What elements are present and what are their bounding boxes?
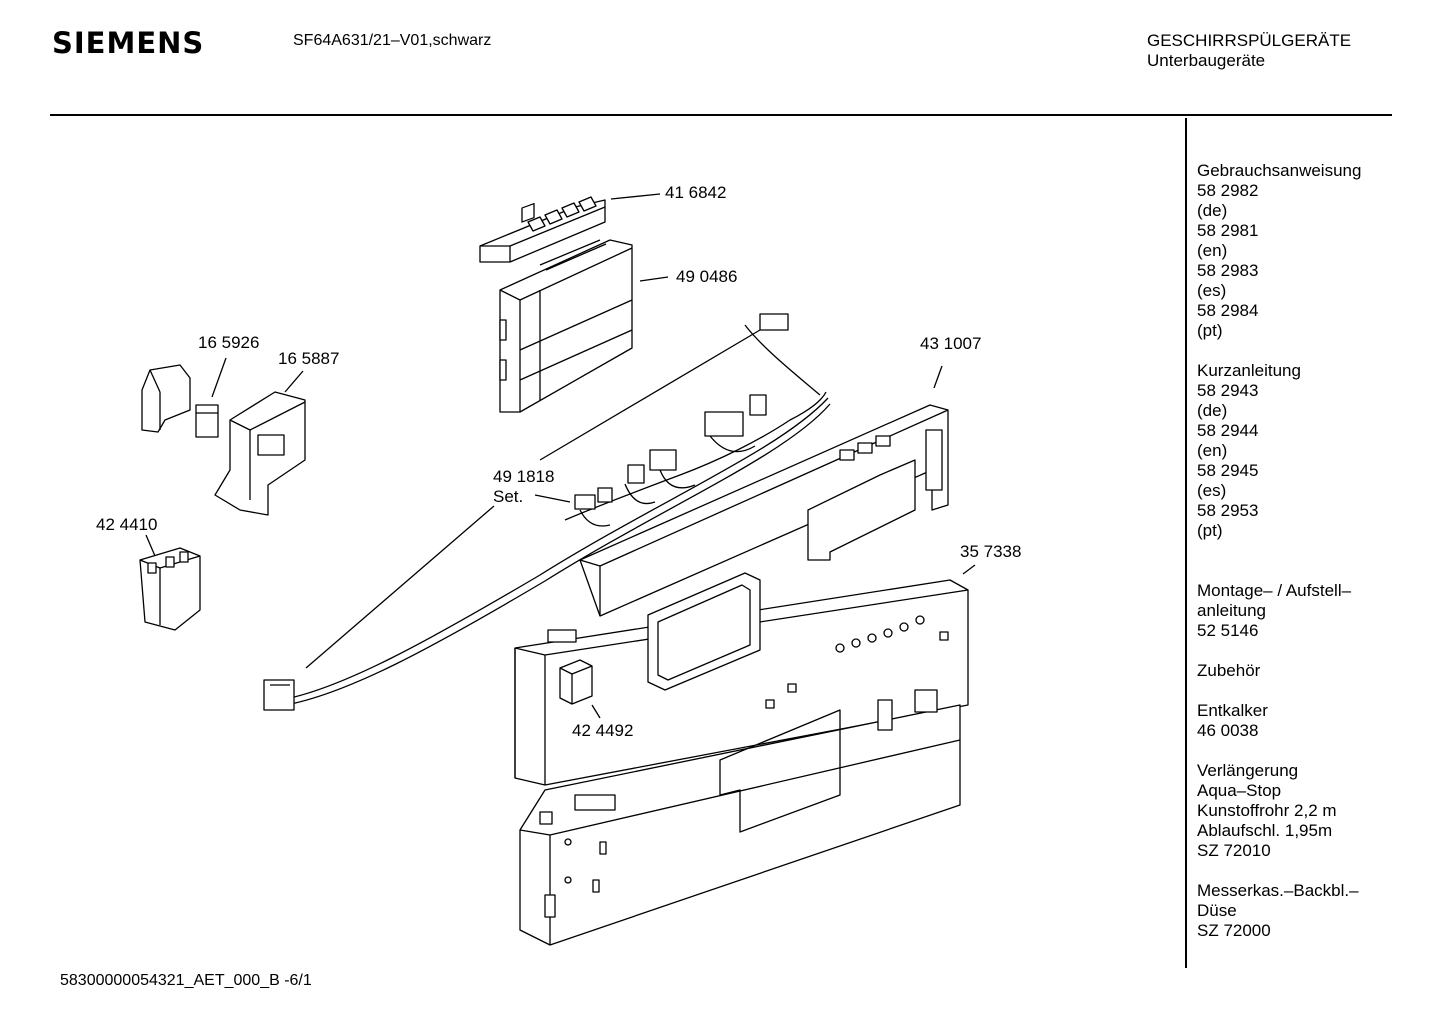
quick-guide-line: (de): [1197, 401, 1228, 420]
user-manual-line: 58 2981: [1197, 221, 1259, 240]
user-manual-line: (pt): [1197, 321, 1223, 340]
extension-line: Ablaufschl. 1,95m: [1197, 821, 1333, 840]
quick-guide-line: 58 2953: [1197, 501, 1259, 520]
part-label-424492: 42 4492: [572, 721, 634, 740]
extension-line: Kunstoffrohr 2,2 m: [1197, 801, 1337, 820]
part-416842-button-strip: [479, 193, 661, 263]
cutlery-line: Düse: [1197, 901, 1237, 920]
quick-guide-line: (es): [1197, 481, 1227, 500]
part-357338-front-panel: [514, 564, 976, 786]
quick-guide-line: 58 2945: [1197, 461, 1259, 480]
user-manual-title: Gebrauchsanweisung: [1197, 161, 1362, 180]
documentation-sidebar: Gebrauchsanweisung 58 2982 (de) 58 2981 …: [1197, 161, 1432, 941]
group-extension: Verlängerung Aqua–Stop Kunstoffrohr 2,2 …: [1197, 761, 1432, 861]
part-424410-connector: [139, 534, 201, 631]
part-491818-wiring-harness: [263, 313, 831, 711]
part-424492-block: [559, 659, 601, 719]
part-431007-panel-rail: [579, 365, 949, 617]
cutlery-line: Messerkas.–Backbl.–: [1197, 881, 1359, 900]
group-descaler: Entkalker 46 0038: [1197, 701, 1432, 741]
installation-line: Montage– / Aufstell–: [1197, 581, 1352, 600]
quick-guide-title: Kurzanleitung: [1197, 361, 1301, 380]
exploded-parts-drawing: [139, 193, 976, 946]
category-title: GESCHIRRSPÜLGERÄTE: [1147, 31, 1352, 50]
quick-guide-line: 58 2944: [1197, 421, 1259, 440]
installation-line: anleitung: [1197, 601, 1267, 620]
group-accessories: Zubehör: [1197, 661, 1432, 681]
extension-line: SZ 72010: [1197, 841, 1271, 860]
part-label-491818-set: Set.: [493, 487, 524, 506]
user-manual-line: 58 2983: [1197, 261, 1259, 280]
category-subtitle: Unterbaugeräte: [1147, 51, 1266, 70]
user-manual-line: 58 2984: [1197, 301, 1259, 320]
part-label-490486: 49 0486: [676, 267, 738, 286]
extension-line: Aqua–Stop: [1197, 781, 1282, 800]
model-number: SF64A631/21–V01,schwarz: [293, 32, 492, 49]
accessories-title: Zubehör: [1197, 661, 1261, 680]
quick-guide-line: (pt): [1197, 521, 1223, 540]
part-label-431007: 43 1007: [920, 334, 982, 353]
part-label-165926: 16 5926: [198, 333, 260, 352]
user-manual-line: (es): [1197, 281, 1227, 300]
part-label-357338: 35 7338: [960, 542, 1022, 561]
part-490486-control-module: [499, 239, 669, 413]
installation-line: 52 5146: [1197, 621, 1259, 640]
group-installation: Montage– / Aufstell– anleitung 52 5146: [1197, 581, 1432, 641]
descaler-line: 46 0038: [1197, 721, 1259, 740]
part-label-165887: 16 5887: [278, 349, 340, 368]
sidebar-divider: [1185, 118, 1187, 968]
part-label-491818: 49 1818: [493, 467, 555, 486]
document-id: 58300000054321_AET_000_B -6/1: [60, 972, 312, 989]
part-165926-cover: [141, 357, 227, 433]
brand-logo: SIEMENS: [52, 26, 205, 60]
cutlery-line: SZ 72000: [1197, 921, 1271, 940]
header-divider: [50, 114, 1392, 116]
part-165887-holder: [214, 370, 306, 516]
quick-guide-line: (en): [1197, 441, 1228, 460]
group-user-manual: Gebrauchsanweisung 58 2982 (de) 58 2981 …: [1197, 161, 1432, 341]
part-relay-small: [195, 404, 219, 438]
quick-guide-line: 58 2943: [1197, 381, 1259, 400]
extension-line: Verlängerung: [1197, 761, 1299, 780]
user-manual-line: (en): [1197, 241, 1228, 260]
descaler-line: Entkalker: [1197, 701, 1268, 720]
appliance-category: GESCHIRRSPÜLGERÄTE Unterbaugeräte: [1147, 31, 1351, 71]
part-label-416842: 41 6842: [665, 183, 727, 202]
group-cutlery-basket: Messerkas.–Backbl.– Düse SZ 72000: [1197, 881, 1432, 941]
user-manual-line: 58 2982: [1197, 181, 1259, 200]
user-manual-line: (de): [1197, 201, 1228, 220]
part-bottom-frame: [519, 683, 961, 946]
part-label-424410: 42 4410: [96, 515, 158, 534]
group-quick-guide: Kurzanleitung 58 2943 (de) 58 2944 (en) …: [1197, 361, 1432, 541]
